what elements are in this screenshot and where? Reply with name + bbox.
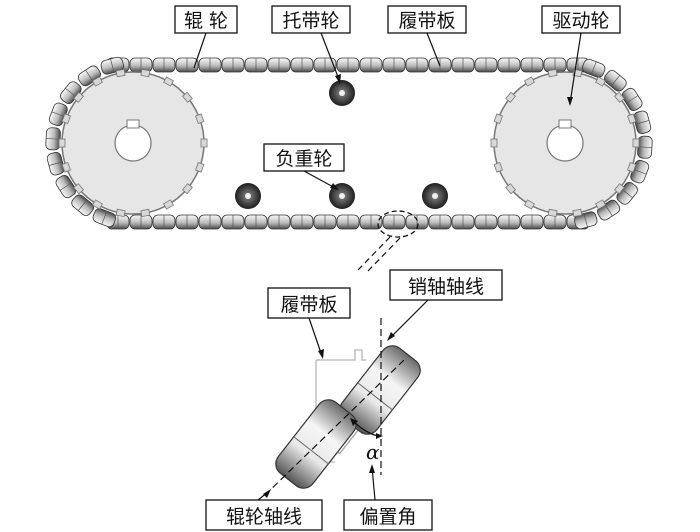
track-roller	[45, 127, 61, 151]
load-wheel-center	[329, 183, 355, 209]
detail-callout-ellipse	[377, 210, 419, 238]
svg-text:驱动轮: 驱动轮	[552, 10, 609, 32]
label-drive-wheel: 驱动轮	[541, 5, 621, 106]
track-roller	[129, 214, 153, 230]
track-roller	[359, 57, 383, 73]
track-roller	[313, 214, 337, 230]
svg-text:托带轮: 托带轮	[282, 10, 339, 32]
track-roller	[497, 57, 521, 73]
track-roller	[336, 57, 360, 73]
track-roller	[267, 57, 291, 73]
track-roller	[336, 214, 360, 230]
track-roller	[152, 57, 176, 73]
track-roller	[290, 57, 314, 73]
track-roller	[604, 70, 627, 92]
label-track-plate-top: 履带板	[387, 5, 467, 67]
track-roller	[543, 214, 567, 230]
track-roller	[451, 57, 475, 73]
track-roller	[573, 211, 598, 230]
track-roller	[451, 214, 475, 230]
track-roller	[175, 214, 199, 230]
load-wheel-right	[422, 183, 448, 209]
label-pin-axis: 销轴轴线	[387, 269, 503, 341]
track-roller	[46, 151, 65, 176]
svg-text:销轴轴线: 销轴轴线	[408, 276, 484, 298]
track-roller	[152, 214, 176, 230]
svg-text:偏置角: 偏置角	[359, 506, 416, 528]
track-roller	[175, 57, 199, 73]
label-offset-angle: 偏置角	[343, 464, 433, 531]
label-track-plate-detail: 履带板	[267, 287, 351, 359]
label-roller-axis: 辊轮轴线	[205, 489, 323, 531]
svg-text:辊 轮: 辊 轮	[184, 10, 228, 32]
track-roller	[100, 56, 125, 75]
track-roller	[267, 214, 291, 230]
lower-roller	[275, 399, 357, 489]
carrier-wheel	[329, 80, 355, 106]
svg-text:履带板: 履带板	[398, 10, 455, 32]
track-roller	[520, 214, 544, 230]
track-roller	[290, 214, 314, 230]
track-roller	[92, 208, 117, 228]
track-roller	[621, 87, 643, 111]
track-roller	[581, 58, 606, 78]
track-roller	[198, 57, 222, 73]
track-roller	[633, 110, 652, 135]
alpha-symbol: α	[366, 440, 380, 464]
svg-text:辊轮轴线: 辊轮轴线	[226, 506, 302, 528]
track-roller	[520, 57, 544, 73]
track-roller	[198, 214, 222, 230]
drive-wheel	[490, 68, 640, 218]
track-roller	[55, 175, 77, 199]
track-roller	[405, 57, 429, 73]
track-roller	[637, 135, 653, 159]
track-roller	[382, 214, 406, 230]
track-roller	[428, 214, 452, 230]
track-roller	[313, 57, 337, 73]
track-roller	[244, 57, 268, 73]
track-roller	[71, 194, 94, 216]
track-roller	[221, 57, 245, 73]
track-roller	[221, 214, 245, 230]
svg-text:负重轮: 负重轮	[275, 148, 332, 170]
track-roller	[382, 57, 406, 73]
track-plate-detail	[275, 345, 421, 489]
track-roller	[244, 214, 268, 230]
track-roller	[129, 57, 153, 73]
track-roller	[474, 214, 498, 230]
track-roller	[497, 214, 521, 230]
label-load-wheel: 负重轮	[263, 143, 345, 190]
svg-text:履带板: 履带板	[280, 294, 337, 316]
label-carrier-wheel: 托带轮	[271, 5, 351, 84]
track-chain	[45, 56, 653, 230]
track-roller	[474, 57, 498, 73]
load-wheel-left	[235, 183, 261, 209]
left-roller-wheel	[58, 68, 208, 218]
label-roller-wheel: 辊 轮	[174, 5, 238, 69]
zoom-connector	[357, 236, 401, 272]
track-roller	[359, 214, 383, 230]
